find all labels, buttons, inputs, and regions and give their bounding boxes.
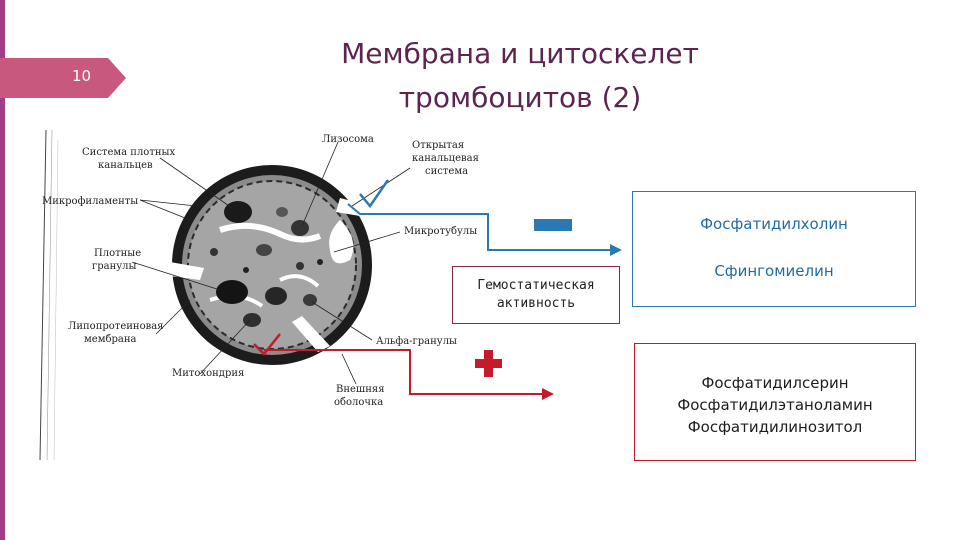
label-outer-shell-1: Внешняя	[336, 384, 385, 395]
title-line-2: тромбоцитов (2)	[398, 81, 642, 114]
label-lysosome: Лизосома	[322, 134, 374, 145]
outer-leaflet-lipids-box: Фосфатидилхолин Сфингомиелин	[632, 191, 916, 307]
label-lipoprotein-1: Липопротеиновая	[68, 321, 164, 332]
blue-check-mark	[359, 179, 390, 209]
label-dense-granules-1: Плотные	[94, 248, 142, 259]
hemostatic-line-1: Гемостатическая	[477, 278, 595, 293]
plus-icon-bar	[475, 359, 502, 368]
label-dense-tubular-2: канальцев	[98, 160, 153, 171]
label-mitochondria: Митохондрия	[172, 368, 245, 379]
lipid-phosphatidylcholine: Фосфатидилхолин	[700, 215, 848, 233]
label-dense-granules-2: гранулы	[92, 261, 137, 272]
label-lipoprotein-2: мембрана	[84, 334, 137, 345]
leader-lines	[131, 141, 411, 385]
label-microtubules: Микротубулы	[404, 226, 478, 237]
lipid-sphingomyelin: Сфингомиелин	[714, 262, 834, 280]
label-dense-tubular-1: Система плотных	[82, 147, 176, 158]
label-open-canal-3: система	[425, 166, 469, 177]
blue-arrow	[347, 203, 622, 256]
label-microfilaments: Микрофиламенты	[42, 196, 139, 207]
lipid-phosphatidylserine: Фосфатидилсерин	[701, 374, 849, 392]
lipid-phosphatidylinositol: Фосфатидилинозитол	[687, 418, 863, 436]
lipid-phosphatidylethanolamine: Фосфатидилэтаноламин	[677, 396, 873, 414]
hemostatic-activity-box: Гемостатическая активность	[452, 266, 620, 324]
hemostatic-line-2: активность	[496, 296, 576, 311]
red-arrow	[264, 349, 554, 400]
title-line-1: Мембрана и цитоскелет	[341, 37, 699, 70]
slide-title: Мембрана и цитоскелет тромбоцитов (2)	[260, 32, 780, 120]
inner-leaflet-lipids-box: Фосфатидилсерин Фосфатидилэтаноламин Фос…	[634, 343, 916, 461]
label-outer-shell-2: оболочка	[334, 397, 384, 408]
hemostatic-activity-text: Гемостатическая активность	[453, 277, 619, 313]
left-accent-strip	[0, 0, 5, 540]
red-check-mark	[253, 333, 281, 356]
minus-icon	[534, 219, 572, 231]
slide-number: 10	[72, 67, 92, 85]
label-open-canal-2: канальцевая	[412, 153, 479, 164]
slide-number-badge	[0, 58, 126, 98]
label-alpha-granules: Альфа-гранулы	[376, 336, 458, 347]
platelet-cell-drawing	[170, 165, 378, 365]
red-lipids-list: Фосфатидилсерин Фосфатидилэтаноламин Фос…	[635, 372, 915, 438]
label-open-canal-1: Открытая	[412, 140, 465, 151]
